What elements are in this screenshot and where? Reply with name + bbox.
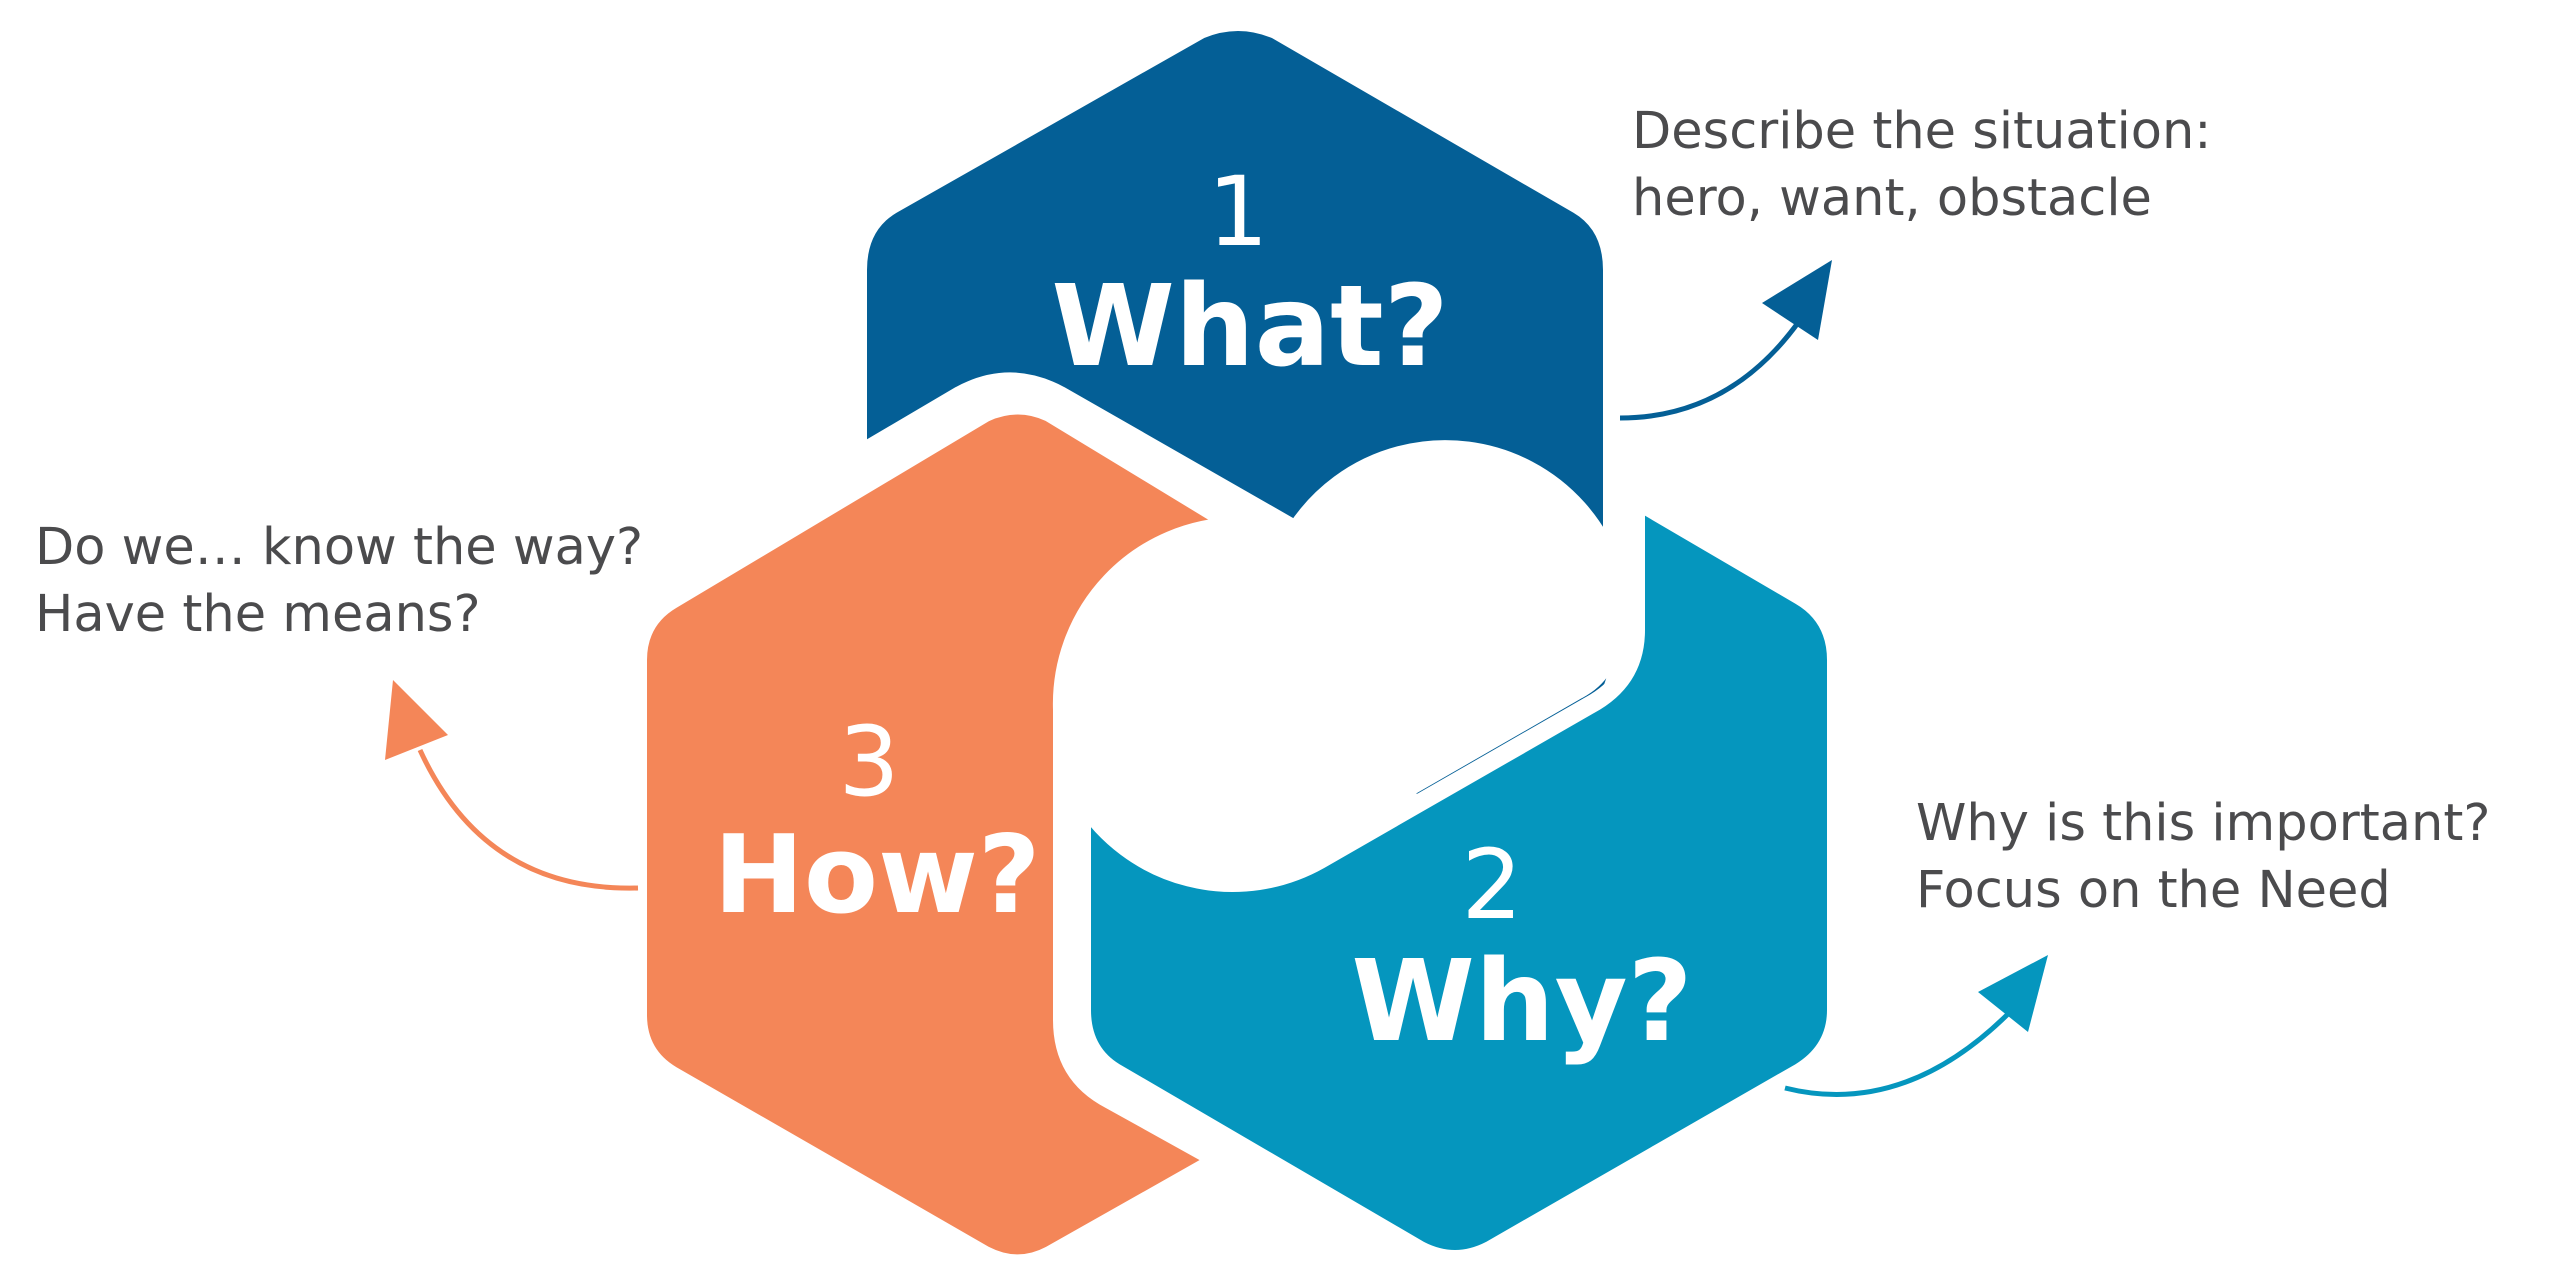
what-number: 1 xyxy=(1207,156,1268,268)
why-caption-line-2: Focus on the Need xyxy=(1916,861,2391,920)
how-caption: Do we… know the way? Have the means? xyxy=(35,514,643,648)
what-caption: Describe the situation: hero, want, obst… xyxy=(1632,98,2211,232)
what-caption-line-2: hero, want, obstacle xyxy=(1632,169,2152,228)
how-number: 3 xyxy=(838,706,899,818)
how-caption-line-1: Do we… know the way? xyxy=(35,518,644,577)
how-title: How? xyxy=(713,813,1040,938)
arrow-how-head xyxy=(385,680,448,760)
how-caption-line-2: Have the means? xyxy=(35,585,481,644)
what-title: What? xyxy=(1051,262,1448,392)
what-caption-line-1: Describe the situation: xyxy=(1632,102,2212,161)
arrow-how xyxy=(417,748,639,891)
why-caption-line-1: Why is this important? xyxy=(1916,794,2491,853)
arrow-why xyxy=(1784,1008,2014,1097)
arrow-what xyxy=(1619,318,1803,421)
hexagon-why xyxy=(1073,484,1845,1268)
hexagon-how xyxy=(629,396,1267,1273)
arrow-what-head xyxy=(1762,260,1832,340)
why-title: Why? xyxy=(1351,937,1692,1067)
hexagon-what xyxy=(849,13,1633,815)
why-number: 2 xyxy=(1461,829,1522,941)
why-caption: Why is this important? Focus on the Need xyxy=(1916,790,2490,924)
arrow-why-head xyxy=(1978,955,2048,1032)
